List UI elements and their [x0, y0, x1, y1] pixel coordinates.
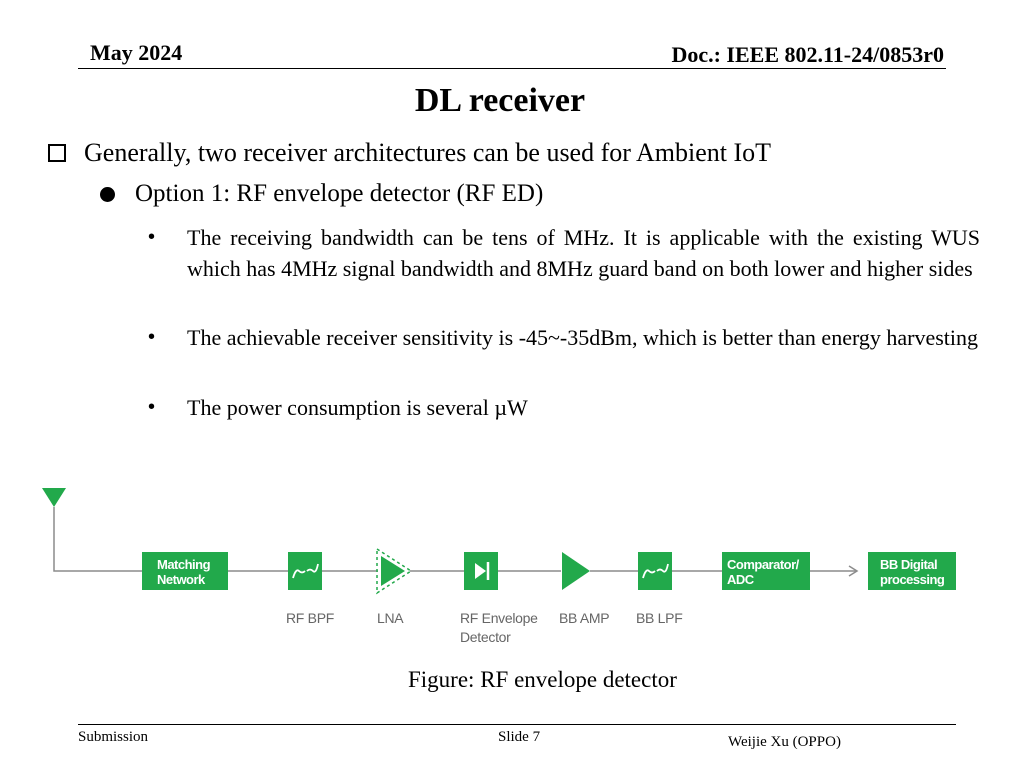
- sub-bullet-icon: •: [148, 326, 156, 348]
- rf-envelope-label-line1: RF Envelope: [460, 610, 538, 626]
- comparator-label-line1: Comparator/: [727, 557, 800, 572]
- bb-lpf-block: [638, 552, 672, 590]
- lna-block: [376, 547, 413, 595]
- matching-label-line2: Network: [157, 572, 206, 587]
- slide-title: DL receiver: [414, 82, 586, 119]
- footer-divider: [78, 724, 956, 725]
- rf-bpf-label: RF BPF: [286, 610, 334, 626]
- square-bullet-icon: [48, 144, 66, 162]
- footer-slide-number: Slide 7: [498, 729, 541, 745]
- sub-bullet-sensitivity: • The achievable receiver sensitivity is…: [148, 322, 980, 353]
- bullet-level1-text: Generally, two receiver architectures ca…: [84, 138, 772, 167]
- sub-bullet-text: The receiving bandwidth can be tens of M…: [187, 225, 980, 281]
- antenna-icon: [42, 488, 66, 507]
- bullet-option1: Option 1: RF envelope detector (RF ED): [100, 180, 543, 208]
- dot-bullet-icon: [100, 186, 115, 202]
- sub-bullet-icon: •: [148, 396, 156, 418]
- rf-envelope-label-line2: Detector: [460, 629, 511, 645]
- rf-bpf-block: [288, 552, 322, 590]
- bullet-option1-text: Option 1: RF envelope detector (RF ED): [135, 180, 544, 207]
- signal-path: [53, 507, 859, 577]
- footer-author: Weijie Xu (OPPO): [728, 734, 841, 750]
- diode-icon: [475, 563, 486, 579]
- matching-label-line1: Matching: [157, 557, 211, 572]
- rf-envelope-detector-block: [464, 552, 498, 590]
- comparator-label-line2: ADC: [727, 572, 755, 587]
- bb-lpf-label: BB LPF: [636, 610, 682, 626]
- comparator-adc-block: Comparator/ ADC: [722, 552, 810, 590]
- filter-icon: [642, 563, 669, 579]
- sub-bullet-text: The power consumption is several µW: [187, 395, 528, 420]
- sub-bullet-bandwidth: • The receiving bandwidth can be tens of…: [148, 222, 980, 284]
- matching-network-block: Matching Network: [142, 552, 228, 590]
- lna-label: LNA: [377, 610, 404, 626]
- bb-digital-label-line2: processing: [880, 572, 945, 587]
- header-doc-id: Doc.: IEEE 802.11-24/0853r0: [671, 42, 944, 67]
- bb-amp-label: BB AMP: [559, 610, 609, 626]
- bullet-level1: Generally, two receiver architectures ca…: [48, 138, 771, 168]
- bb-digital-label-line1: BB Digital: [880, 557, 937, 572]
- sub-bullet-power: • The power consumption is several µW: [148, 392, 980, 423]
- footer-submission: Submission: [78, 729, 149, 745]
- figure-caption: Figure: RF envelope detector: [408, 667, 677, 692]
- sub-bullet-text: The achievable receiver sensitivity is -…: [187, 325, 979, 350]
- sub-bullet-icon: •: [148, 226, 156, 248]
- amplifier-icon: [381, 556, 405, 586]
- header-date: May 2024: [90, 40, 183, 65]
- header-divider: [78, 68, 946, 69]
- filter-icon: [292, 563, 319, 579]
- bb-amp-block: [562, 552, 590, 590]
- bb-digital-processing-block: BB Digital processing: [868, 552, 956, 590]
- amplifier-icon: [562, 552, 590, 590]
